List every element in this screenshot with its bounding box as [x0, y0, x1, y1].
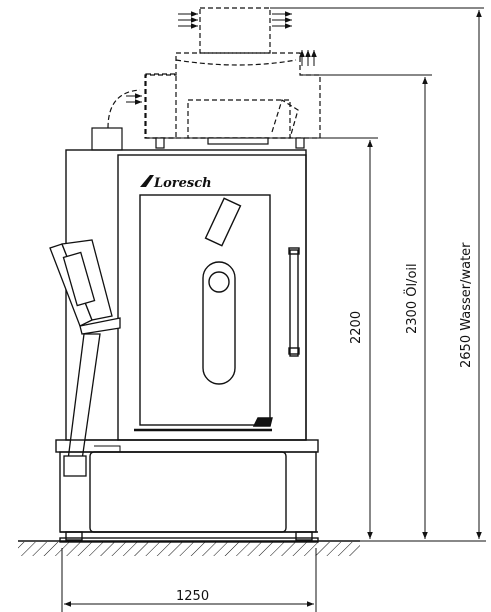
airflow-arrows-inlet	[126, 93, 142, 105]
height-2200-label: 2200	[349, 311, 364, 344]
floor-hatching	[18, 540, 360, 556]
height-water-label: 2650 Wasser/water	[459, 242, 474, 368]
brand-logo: Loresch	[140, 175, 212, 191]
width-label: 1250	[176, 589, 209, 604]
machine-base	[55, 439, 319, 543]
logo-text: Loresch	[153, 176, 212, 191]
height-dimensions	[150, 7, 486, 542]
exhaust-hood-dashed	[107, 7, 321, 139]
height-oil-label: 2300 Öl/oil	[403, 263, 420, 334]
airflow-arrows-right	[272, 11, 292, 29]
width-dimension	[61, 548, 317, 612]
airflow-arrows-left	[178, 11, 198, 29]
airflow-arrows-up	[299, 50, 317, 66]
top-connectors	[91, 127, 305, 151]
control-panel	[49, 239, 121, 477]
